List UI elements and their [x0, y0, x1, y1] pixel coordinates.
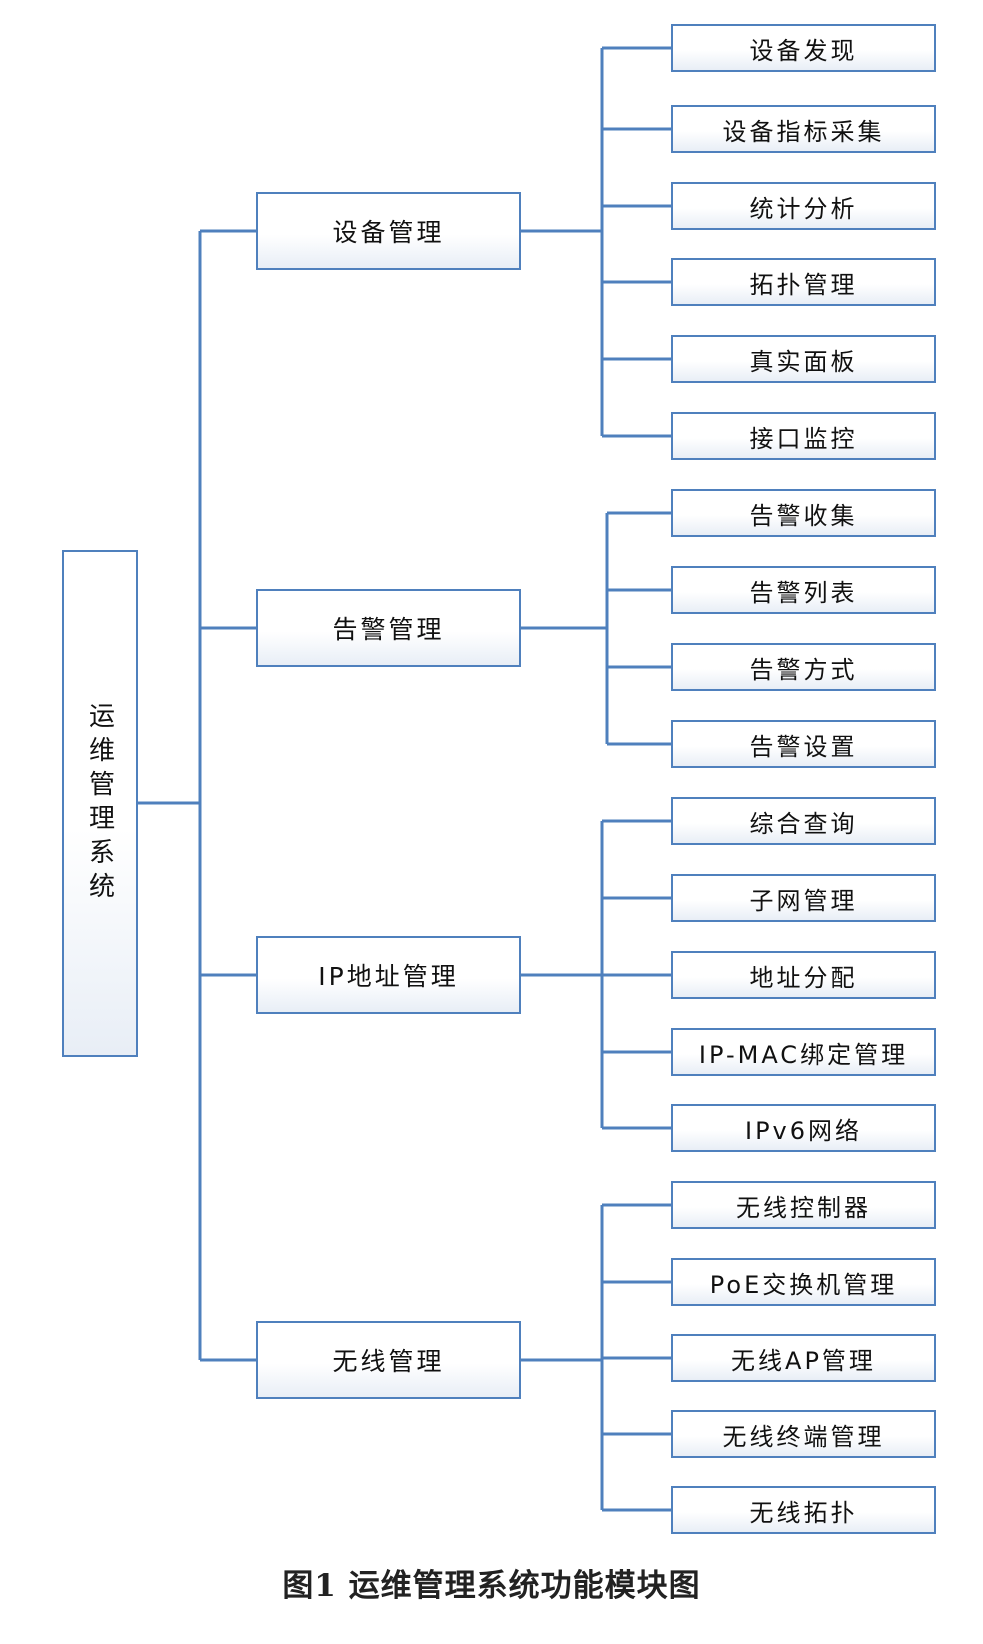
- branch-node-ip-management: IP地址管理: [256, 936, 521, 1014]
- leaf-node: 无线控制器: [671, 1181, 936, 1229]
- leaf-node: 拓扑管理: [671, 258, 936, 306]
- branch-node-wireless-management: 无线管理: [256, 1321, 521, 1399]
- leaf-label: 告警设置: [749, 732, 858, 761]
- leaf-node: IP-MAC绑定管理: [671, 1028, 936, 1076]
- leaf-node: 无线拓扑: [671, 1486, 936, 1534]
- leaf-node: 地址分配: [671, 951, 936, 999]
- leaf-node: 统计分析: [671, 182, 936, 230]
- leaf-node: PoE交换机管理: [671, 1258, 936, 1306]
- leaf-node: 告警列表: [671, 566, 936, 614]
- leaf-label: 告警方式: [749, 655, 858, 684]
- branch-node-device-management: 设备管理: [256, 192, 521, 270]
- leaf-node: 告警收集: [671, 489, 936, 537]
- leaf-node: 设备发现: [671, 24, 936, 72]
- leaf-label: 真实面板: [749, 347, 858, 376]
- leaf-label: PoE交换机管理: [709, 1270, 898, 1299]
- leaf-label: IP-MAC绑定管理: [698, 1040, 909, 1069]
- branch-label: IP地址管理: [318, 962, 459, 991]
- leaf-label: 统计分析: [749, 194, 858, 223]
- root-node-label: 运维管理系统: [84, 701, 115, 906]
- branch-label: 设备管理: [332, 218, 445, 247]
- figure-caption: 图1 运维管理系统功能模块图: [282, 1568, 701, 1604]
- leaf-label: 告警收集: [749, 501, 858, 530]
- leaf-label: 无线控制器: [736, 1193, 871, 1222]
- leaf-label: 地址分配: [749, 963, 858, 992]
- leaf-label: IPv6网络: [744, 1116, 863, 1145]
- root-node-box: 运维管理系统: [62, 550, 138, 1057]
- leaf-label: 无线终端管理: [722, 1422, 885, 1451]
- leaf-label: 综合查询: [749, 809, 858, 838]
- leaf-label: 设备指标采集: [722, 117, 885, 146]
- leaf-label: 拓扑管理: [749, 270, 858, 299]
- branch-label: 告警管理: [332, 615, 445, 644]
- leaf-node: 真实面板: [671, 335, 936, 383]
- leaf-node: 设备指标采集: [671, 105, 936, 153]
- leaf-label: 子网管理: [749, 886, 858, 915]
- leaf-node: 告警方式: [671, 643, 936, 691]
- leaf-label: 无线AP管理: [731, 1346, 876, 1375]
- leaf-label: 告警列表: [749, 578, 858, 607]
- leaf-node: 无线AP管理: [671, 1334, 936, 1382]
- leaf-node: IPv6网络: [671, 1104, 936, 1152]
- leaf-node: 告警设置: [671, 720, 936, 768]
- leaf-node: 无线终端管理: [671, 1410, 936, 1458]
- leaf-node: 接口监控: [671, 412, 936, 460]
- branch-node-alarm-management: 告警管理: [256, 589, 521, 667]
- leaf-label: 设备发现: [749, 36, 858, 65]
- leaf-node: 子网管理: [671, 874, 936, 922]
- leaf-label: 接口监控: [749, 424, 858, 453]
- branch-label: 无线管理: [332, 1347, 445, 1376]
- leaf-node: 综合查询: [671, 797, 936, 845]
- leaf-label: 无线拓扑: [749, 1498, 858, 1527]
